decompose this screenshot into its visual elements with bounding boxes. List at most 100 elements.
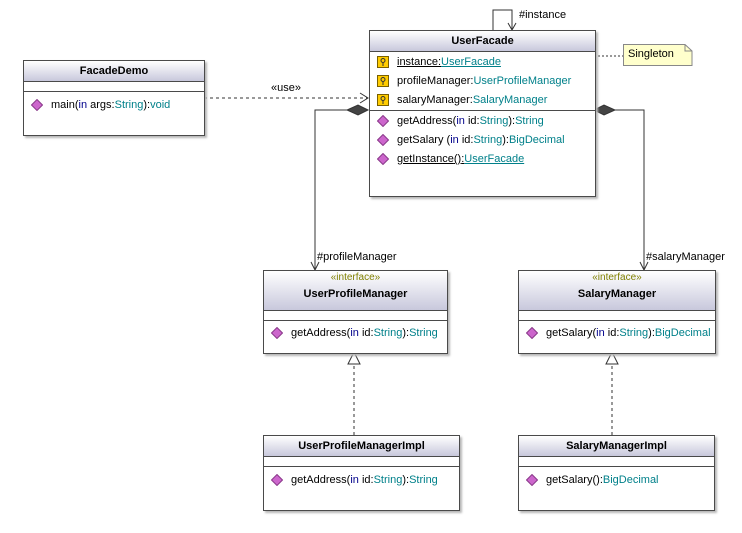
class-name: UserProfileManagerImpl <box>298 440 425 452</box>
operations-section: getAddress(in id:String):String <box>264 321 447 343</box>
operation-diamond-icon <box>271 474 283 487</box>
self-association-line[interactable] <box>492 9 513 30</box>
parameter-separator: : <box>470 134 474 146</box>
class-name: FacadeDemo <box>79 65 149 77</box>
class-header: FacadeDemo <box>24 61 204 82</box>
operation-row[interactable]: getSalary (in id:String):BigDecimal <box>370 131 595 150</box>
operation-name: getAddress <box>291 327 347 339</box>
use-dependency-arrowhead <box>359 92 369 104</box>
return-type: BigDecimal <box>602 474 659 486</box>
operation-row[interactable]: getSalary(in id:String):BigDecimal <box>519 324 715 343</box>
return-type: void <box>150 99 171 111</box>
return-separator: : <box>147 99 151 111</box>
operations-section: main(in args:String):void <box>24 92 204 115</box>
class-salary-manager-impl[interactable]: SalaryManagerImpl getSalary():BigDecimal <box>518 435 715 511</box>
interface-user-profile-manager[interactable]: «interface» UserProfileManager getAddres… <box>263 270 448 354</box>
return-separator: : <box>505 134 509 146</box>
operation-paren-open: ( <box>592 327 597 339</box>
attribute-row[interactable]: instance:UserFacade <box>370 53 595 72</box>
attribute-type: SalaryManager <box>472 94 548 106</box>
note-shape-icon <box>623 44 693 66</box>
parameter-separator: : <box>111 99 115 111</box>
attributes-section <box>519 457 714 467</box>
operation-paren-close: ) <box>402 474 406 486</box>
class-name: SalaryManager <box>577 288 657 300</box>
attribute-key-icon <box>377 94 389 107</box>
class-name: UserProfileManager <box>303 288 408 300</box>
attribute-key-icon <box>377 75 389 88</box>
parameter-name: id <box>358 474 371 486</box>
parameter-direction: in <box>350 474 359 486</box>
operation-row[interactable]: getAddress(in id:String):String <box>264 324 447 343</box>
return-type: BigDecimal <box>654 327 711 339</box>
stereotype-label: «interface» <box>330 272 381 283</box>
note-text: Singleton <box>628 48 674 60</box>
parameter-type: String <box>373 474 403 486</box>
attribute-row[interactable]: salaryManager:SalaryManager <box>370 91 595 110</box>
return-separator: : <box>512 115 516 127</box>
class-facade-demo[interactable]: FacadeDemo main(in args:String):void <box>23 60 205 136</box>
attribute-row[interactable]: profileManager:UserProfileManager <box>370 72 595 91</box>
attribute-separator: : <box>437 56 442 68</box>
operation-row[interactable]: getAddress(in id:String):String <box>264 471 459 490</box>
class-name: UserFacade <box>451 35 514 47</box>
parameter-name: id <box>604 327 617 339</box>
parameter-separator: : <box>476 115 480 127</box>
attribute-name: profileManager <box>397 75 471 87</box>
parameter-direction: in <box>450 134 459 146</box>
parameter-name: id <box>464 115 477 127</box>
salary-realization-triangle <box>605 350 619 365</box>
parameter-direction: in <box>350 327 359 339</box>
operation-row[interactable]: getAddress(in id:String):String <box>370 112 595 131</box>
operation-paren-open: ( <box>346 474 351 486</box>
attributes-section <box>519 311 715 321</box>
interface-salary-manager[interactable]: «interface» SalaryManager getSalary(in i… <box>518 270 716 354</box>
profile-manager-composition-line[interactable] <box>314 109 347 270</box>
class-header: «interface» UserProfileManager <box>264 271 447 311</box>
singleton-note[interactable]: Singleton <box>623 44 693 66</box>
operation-paren-open: ( <box>452 115 457 127</box>
salary-manager-composition-line[interactable] <box>615 109 645 270</box>
operation-paren-open: ( <box>443 134 451 146</box>
parameter-direction: in <box>78 99 88 111</box>
return-separator: : <box>651 327 655 339</box>
class-user-profile-manager-impl[interactable]: UserProfileManagerImpl getAddress(in id:… <box>263 435 460 511</box>
operations-section: getSalary():BigDecimal <box>519 467 714 490</box>
operation-row[interactable]: getSalary():BigDecimal <box>519 471 714 490</box>
attribute-separator: : <box>470 75 474 87</box>
operation-name: getSalary <box>546 474 593 486</box>
attribute-name: salaryManager <box>397 94 470 106</box>
operation-diamond-icon <box>31 99 43 112</box>
operation-paren-open: () <box>453 153 462 165</box>
return-separator: : <box>406 327 410 339</box>
profile-manager-composition-diamond <box>345 104 370 116</box>
return-separator: : <box>461 153 465 165</box>
return-type: UserFacade <box>464 153 525 165</box>
operation-paren-close: ) <box>143 99 148 111</box>
profile-manager-role-label: #profileManager <box>317 251 397 263</box>
operation-name: main <box>51 99 75 111</box>
return-type: String <box>409 327 438 339</box>
use-dependency-label: «use» <box>271 82 301 94</box>
operation-paren-open: ( <box>346 327 351 339</box>
operation-diamond-icon <box>271 327 283 340</box>
operation-row[interactable]: main(in args:String):void <box>24 96 204 115</box>
salary-manager-composition-diamond <box>592 104 617 116</box>
operation-name: getInstance <box>397 153 454 165</box>
operation-diamond-icon <box>377 153 389 166</box>
return-type: BigDecimal <box>508 134 565 146</box>
operation-diamond-icon <box>377 115 389 128</box>
operation-row[interactable]: getInstance():UserFacade <box>370 150 595 169</box>
attributes-section <box>24 82 204 92</box>
class-header: «interface» SalaryManager <box>519 271 715 311</box>
attribute-separator: : <box>469 94 473 106</box>
stereotype-label: «interface» <box>592 272 642 283</box>
operation-name: getAddress <box>397 115 453 127</box>
parameter-name: id <box>458 134 471 146</box>
operations-section: getAddress(in id:String):String <box>264 467 459 490</box>
return-type: String <box>409 474 438 486</box>
operation-diamond-icon <box>526 327 538 340</box>
class-header: SalaryManagerImpl <box>519 436 714 457</box>
